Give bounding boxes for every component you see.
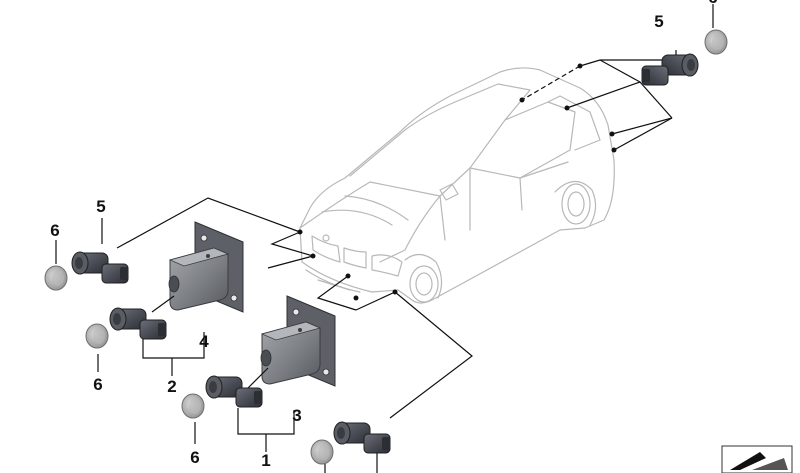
callout-5-front: 5: [96, 197, 105, 216]
parking-sensor-icon: [205, 375, 263, 408]
parking-sensor-icon: [641, 53, 699, 86]
callout-4: 4: [199, 332, 209, 351]
sensor-cap-icon: [181, 393, 205, 419]
callout-2: 2: [167, 377, 176, 396]
parking-sensor-icon: [333, 421, 391, 454]
sensor-cap-icon: [704, 29, 728, 55]
callout-3: 3: [292, 406, 301, 425]
leader-lines: [55, 4, 714, 473]
parking-sensor-icon: [109, 307, 167, 340]
callout-6-upper-left: 6: [50, 221, 59, 240]
sensor-cap-icon: [44, 265, 68, 291]
sensor-bracket-icon: [260, 295, 336, 387]
catalog-corner-icon: [721, 445, 793, 473]
callout-5-rear: 5: [654, 12, 663, 31]
callout-6-lower: 6: [190, 448, 199, 467]
sensor-cap-icon: [310, 439, 334, 465]
parking-sensor-icon: [71, 251, 129, 284]
car-outline-icon: [299, 67, 615, 304]
sensor-cap-icon: [85, 323, 109, 349]
sensor-bracket-icon: [168, 221, 244, 313]
callout-labels: 5 6 5 6 4 6 2 3 6 1: [50, 0, 717, 470]
callout-1: 1: [261, 451, 270, 470]
connection-dots: [297, 63, 617, 301]
callout-6-middle-left: 6: [93, 375, 102, 394]
callout-6-rear: 6: [708, 0, 717, 7]
